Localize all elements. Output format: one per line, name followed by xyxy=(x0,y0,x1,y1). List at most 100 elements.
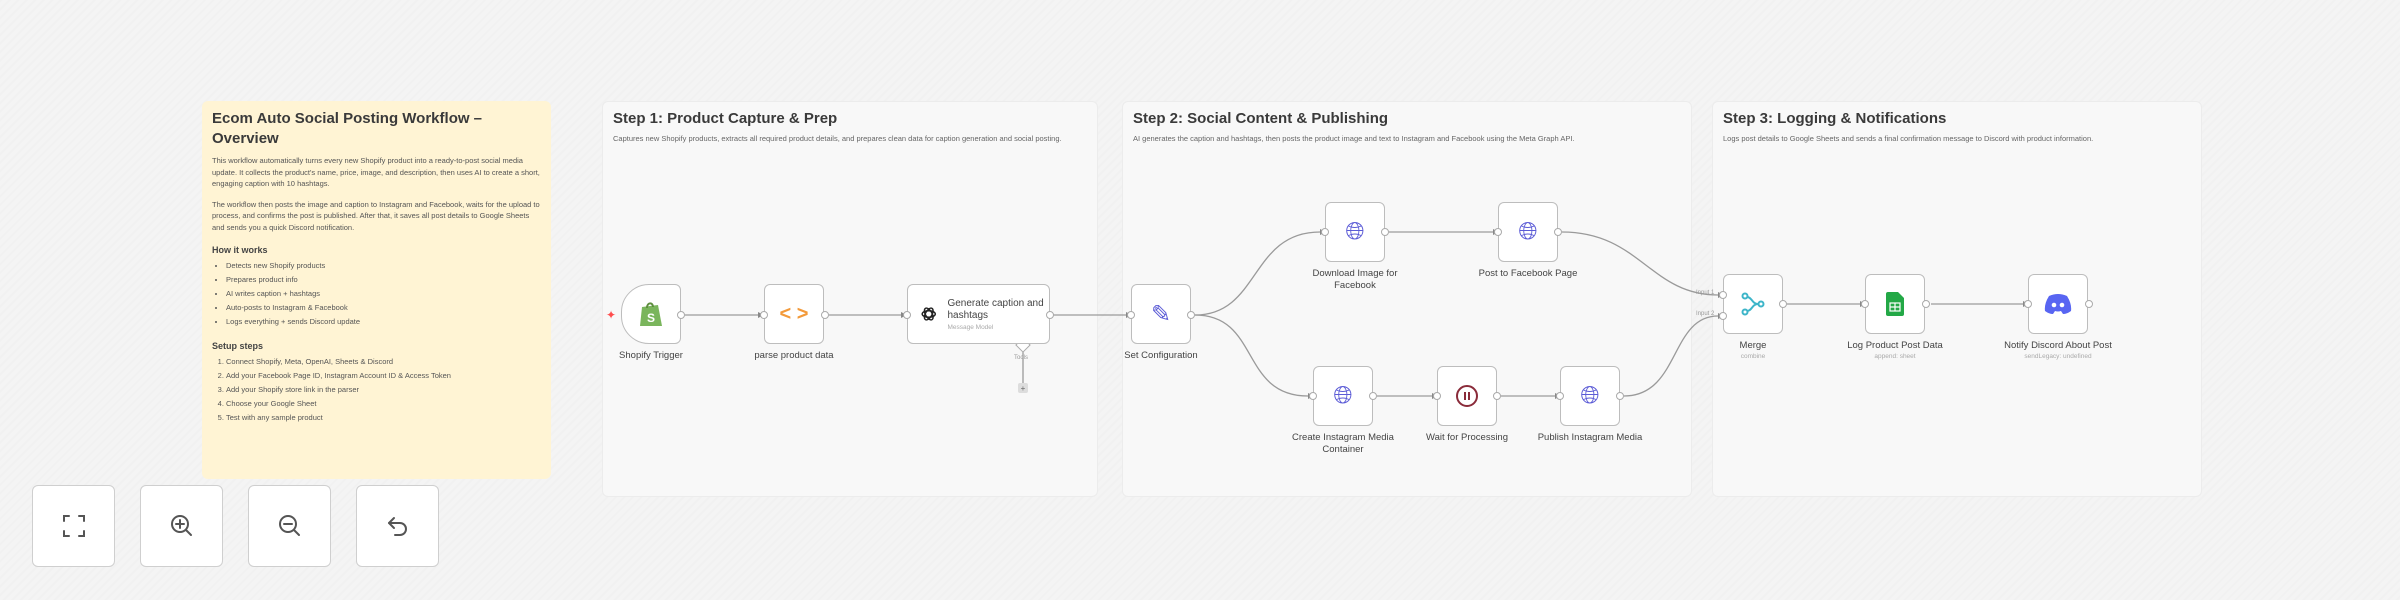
connection xyxy=(1194,231,1321,316)
node-wait-for-processing[interactable] xyxy=(1437,366,1497,426)
output-handle[interactable] xyxy=(1046,311,1054,319)
connection xyxy=(1194,314,1309,397)
zoom-in-icon xyxy=(170,515,192,536)
output-handle[interactable] xyxy=(1554,228,1562,236)
overview-sticky-note[interactable]: Ecom Auto Social Posting Workflow – Over… xyxy=(202,101,551,479)
node-subtitle: sendLegacy: undefined xyxy=(2024,353,2092,360)
list-item: Connect Shopify, Meta, OpenAI, Sheets & … xyxy=(226,355,541,369)
node-title: Notify Discord About Post xyxy=(2004,340,2112,351)
step3-group[interactable]: Step 3: Logging & Notifications Logs pos… xyxy=(1712,101,2202,497)
node-subtitle: Message Model xyxy=(947,323,994,331)
list-item: Prepares product info xyxy=(226,273,541,287)
list-item: Auto-posts to Instagram & Facebook xyxy=(226,301,541,315)
list-item: Logs everything + sends Discord update xyxy=(226,315,541,329)
node-post-facebook-page[interactable]: 🌐︎ xyxy=(1498,202,1558,262)
sticky-title: Ecom Auto Social Posting Workflow – Over… xyxy=(212,110,483,147)
globe-icon: 🌐︎ xyxy=(1580,382,1600,409)
add-tool-button xyxy=(1018,383,1028,393)
input-handle-1[interactable] xyxy=(1719,291,1727,299)
list-item: AI writes caption + hashtags xyxy=(226,287,541,301)
node-label: Post to Facebook Page xyxy=(1478,268,1578,279)
tools-label: Tools xyxy=(1014,355,1029,361)
undo-icon xyxy=(387,517,407,536)
output-handle[interactable] xyxy=(1493,392,1501,400)
list-item: Choose your Google Sheet xyxy=(226,397,541,411)
input-handle-2[interactable] xyxy=(1719,312,1727,320)
output-handle[interactable] xyxy=(821,311,829,319)
fit-view-icon xyxy=(62,515,85,537)
input-handle[interactable] xyxy=(1556,392,1564,400)
input-handle[interactable] xyxy=(760,311,768,319)
pause-icon xyxy=(1456,385,1478,407)
svg-text:S: S xyxy=(647,311,655,325)
group-title: Step 2: Social Content & Publishing xyxy=(1133,110,1389,127)
reset-zoom-button[interactable] xyxy=(356,485,439,567)
node-label: Shopify Trigger xyxy=(619,350,683,361)
group-description: AI generates the caption and hashtags, t… xyxy=(1133,134,1575,143)
step2-group[interactable]: Step 2: Social Content & Publishing AI g… xyxy=(1122,101,1692,497)
list-item: Test with any sample product xyxy=(226,411,541,425)
output-handle[interactable] xyxy=(1369,392,1377,400)
node-label: parse product data xyxy=(754,350,834,361)
output-handle[interactable] xyxy=(1187,311,1195,319)
node-notify-discord[interactable] xyxy=(2028,274,2088,334)
node-label: Download Image for Facebook xyxy=(1312,268,1398,291)
code-icon: < > xyxy=(779,302,809,325)
zoom-in-button[interactable] xyxy=(140,485,223,567)
input-handle[interactable] xyxy=(903,311,911,319)
input-handle[interactable] xyxy=(1861,300,1869,308)
group-description: Logs post details to Google Sheets and s… xyxy=(1723,134,2094,143)
output-handle[interactable] xyxy=(1779,300,1787,308)
node-parse-product-data[interactable]: < > xyxy=(764,284,824,344)
list-item: Add your Facebook Page ID, Instagram Acc… xyxy=(226,369,541,383)
merge-icon xyxy=(1741,292,1765,316)
pencil-icon: ✎ xyxy=(1150,300,1172,328)
discord-icon xyxy=(2044,294,2072,314)
node-set-configuration[interactable]: ✎ xyxy=(1131,284,1191,344)
input-handle[interactable] xyxy=(1494,228,1502,236)
how-it-works-heading: How it works xyxy=(212,245,268,255)
output-handle[interactable] xyxy=(1381,228,1389,236)
input-1-label: Input 1 xyxy=(1696,290,1715,296)
input-handle[interactable] xyxy=(2024,300,2032,308)
node-merge[interactable] xyxy=(1723,274,1783,334)
node-shopify-trigger[interactable]: S xyxy=(621,284,681,344)
openai-icon xyxy=(921,307,937,321)
node-label: Publish Instagram Media xyxy=(1537,432,1643,443)
list-item: Detects new Shopify products xyxy=(226,259,541,273)
google-sheets-icon xyxy=(1886,292,1904,316)
output-handle[interactable] xyxy=(1616,392,1624,400)
globe-icon: 🌐︎ xyxy=(1333,382,1353,409)
setup-steps-heading: Setup steps xyxy=(212,341,264,351)
input-2-label: Input 2 xyxy=(1696,311,1715,317)
zoom-out-icon xyxy=(278,515,300,536)
node-download-image-facebook[interactable]: 🌐︎ xyxy=(1325,202,1385,262)
input-handle[interactable] xyxy=(1433,392,1441,400)
node-label: Set Configuration xyxy=(1124,350,1198,361)
output-handle[interactable] xyxy=(1922,300,1930,308)
node-create-instagram-container[interactable]: 🌐︎ xyxy=(1313,366,1373,426)
globe-icon: 🌐︎ xyxy=(1345,218,1365,245)
input-handle[interactable] xyxy=(1321,228,1329,236)
group-description: Captures new Shopify products, extracts … xyxy=(613,134,1062,143)
connection xyxy=(1561,231,1719,296)
setup-steps-list: Connect Shopify, Meta, OpenAI, Sheets & … xyxy=(212,355,541,425)
output-handle[interactable] xyxy=(677,311,685,319)
fit-view-button[interactable] xyxy=(32,485,115,567)
group-title: Step 3: Logging & Notifications xyxy=(1723,110,1947,127)
output-handle[interactable] xyxy=(2085,300,2093,308)
group-title: Step 1: Product Capture & Prep xyxy=(613,110,838,127)
zoom-out-button[interactable] xyxy=(248,485,331,567)
list-item: Add your Shopify store link in the parse… xyxy=(226,383,541,397)
node-label: Notify Discord About Post sendLegacy: und… xyxy=(2003,340,2113,362)
globe-icon: 🌐︎ xyxy=(1518,218,1538,245)
node-publish-instagram-media[interactable]: 🌐︎ xyxy=(1560,366,1620,426)
sticky-paragraph: The workflow then posts the image and ca… xyxy=(212,199,540,232)
input-handle[interactable] xyxy=(1309,392,1317,400)
input-handle[interactable] xyxy=(1127,311,1135,319)
node-label: Create Instagram Media Container xyxy=(1292,432,1394,455)
node-title: Merge xyxy=(1739,340,1767,351)
node-log-product-post-data[interactable] xyxy=(1865,274,1925,334)
